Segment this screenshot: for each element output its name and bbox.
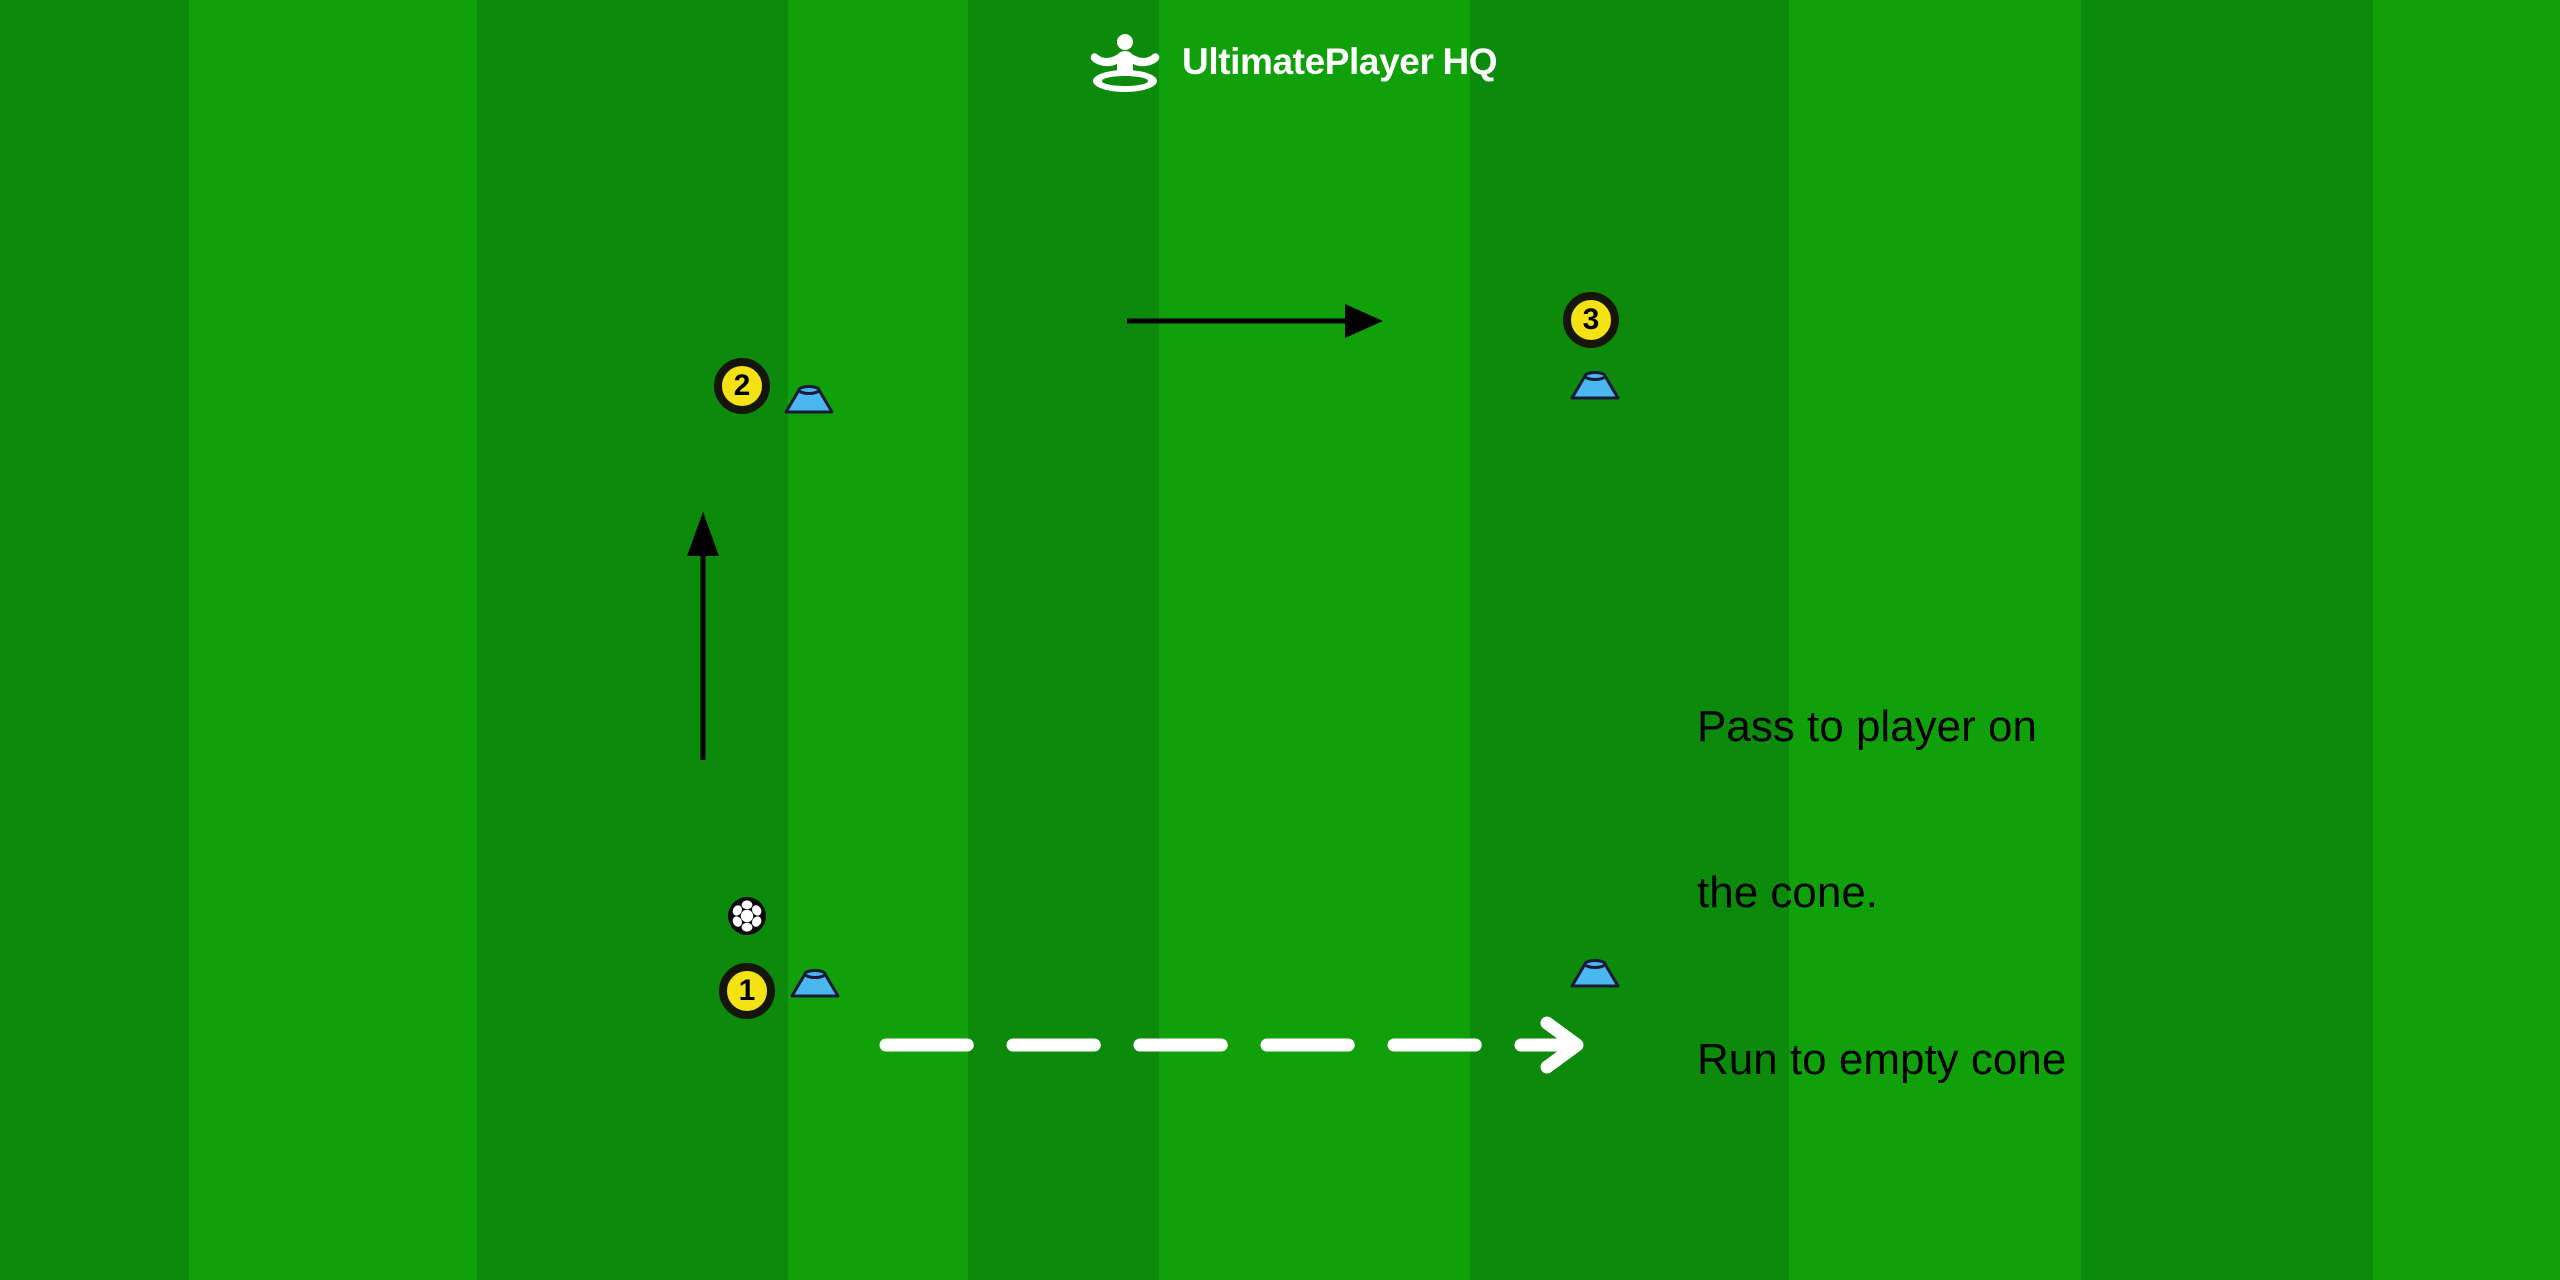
- field-stripe: [477, 0, 789, 1280]
- instruction-line-2: the cone.: [1697, 868, 1879, 918]
- field-stripe: [1789, 0, 2081, 1280]
- player-number-label: 1: [738, 974, 756, 1007]
- field-stripe: [788, 0, 968, 1280]
- cone-player-2: [783, 384, 835, 418]
- instruction-line-3: Run to empty cone: [1697, 1034, 2067, 1084]
- run-arrow-horizontal-top: [1127, 304, 1383, 338]
- soccer-ball-icon: [728, 897, 766, 935]
- field-stripe: [0, 0, 190, 1280]
- instruction-text: Pass to player on the cone. Run to empty…: [1697, 588, 2066, 1198]
- person-arms-raised-icon: [1090, 34, 1160, 92]
- field-stripe: [967, 0, 1160, 1280]
- cone-player-3: [1569, 370, 1621, 404]
- brand-name-suffix: HQ: [1442, 40, 1498, 82]
- field-stripe: [2372, 0, 2560, 1280]
- player-number-label: 2: [733, 369, 751, 402]
- player-marker-3[interactable]: 3: [1563, 292, 1619, 348]
- cone-player-1: [789, 968, 841, 1002]
- player-number-label: 3: [1582, 303, 1600, 336]
- pass-arrow-dashed: [879, 1016, 1584, 1074]
- player-marker-2[interactable]: 2: [714, 358, 770, 414]
- cone-empty: [1569, 958, 1621, 992]
- field-stripe: [2080, 0, 2373, 1280]
- brand-name-main: UltimatePlayer: [1182, 40, 1434, 82]
- instruction-line-1: Pass to player on: [1697, 701, 2037, 751]
- field-stripe: [189, 0, 478, 1280]
- player-marker-1[interactable]: 1: [719, 963, 775, 1019]
- field-stripe: [1470, 0, 1790, 1280]
- run-arrow-vertical: [687, 512, 719, 760]
- field-stripe: [1159, 0, 1471, 1280]
